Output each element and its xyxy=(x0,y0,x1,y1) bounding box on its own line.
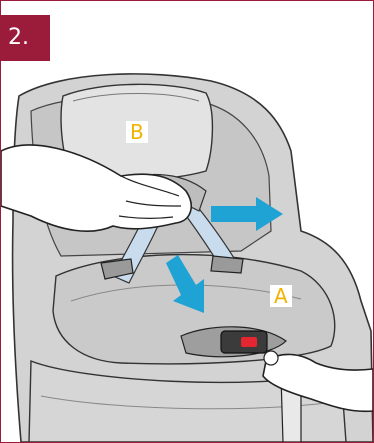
buckle-release-button xyxy=(241,337,257,347)
label-a: A xyxy=(270,285,292,307)
label-b: B xyxy=(126,121,148,143)
step-number-badge: 2. xyxy=(1,15,50,61)
